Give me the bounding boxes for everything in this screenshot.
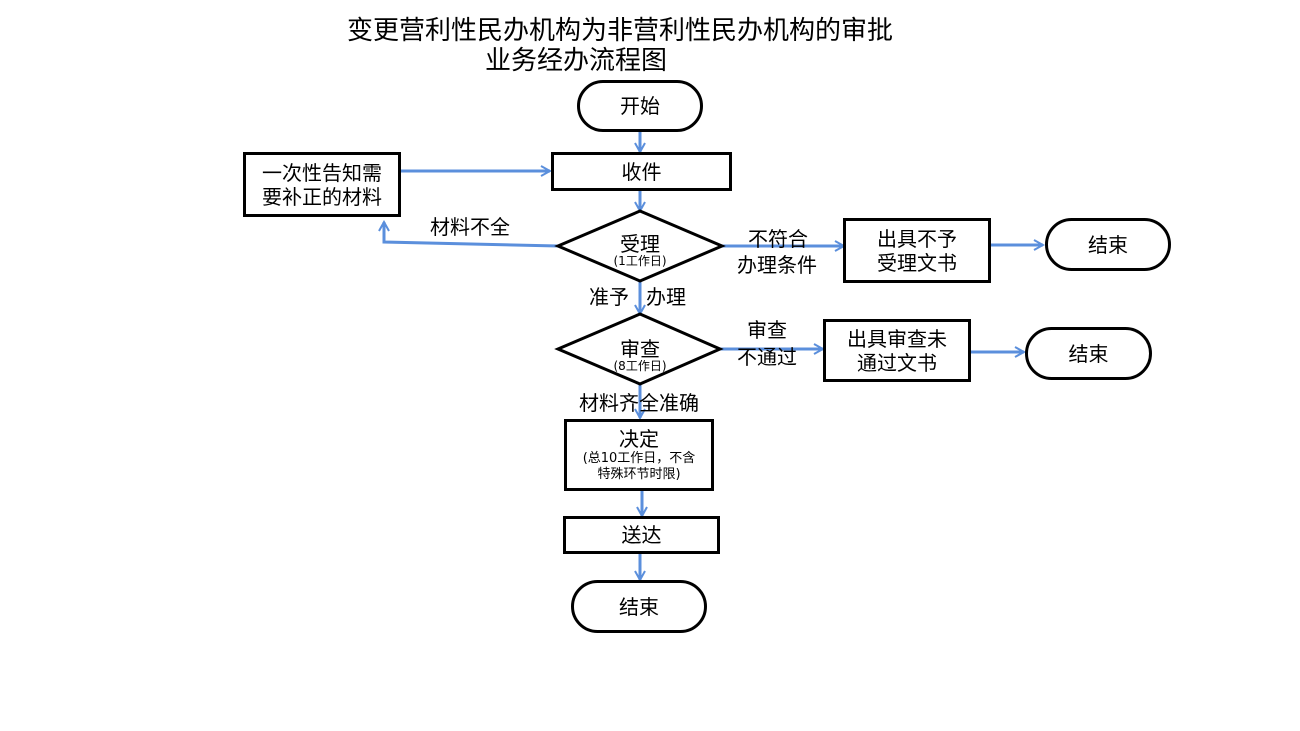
- decision-accept-shape: [554, 209, 726, 283]
- page-title: 变更营利性民办机构为非营利性民办机构的审批: [347, 16, 894, 46]
- review-fail-doc-node[interactable]: 出具审查未 通过文书: [823, 319, 971, 382]
- end-label-3: 结束: [619, 594, 659, 619]
- review-fail-doc-label-2: 通过文书: [857, 350, 937, 375]
- decide-node[interactable]: 决定 (总10工作日，不含 特殊环节时限): [564, 419, 714, 491]
- start-node[interactable]: 开始: [577, 80, 703, 132]
- decision-review-shape: [554, 312, 724, 386]
- edge-label-approve-left: 准予: [589, 285, 629, 309]
- page-subtitle: 业务经办流程图: [485, 46, 668, 76]
- reject-doc-label-2: 受理文书: [877, 250, 957, 275]
- end-node-2[interactable]: 结束: [1025, 327, 1152, 380]
- end-label-2: 结束: [1068, 341, 1109, 366]
- end-label-1: 结束: [1088, 232, 1128, 257]
- decide-note-1: (总10工作日，不含: [582, 451, 696, 466]
- start-label: 开始: [620, 94, 660, 118]
- edge-label-not-eligible-1: 不符合: [748, 227, 808, 251]
- edge-label-approve-right: 办理: [646, 285, 686, 309]
- decide-label: 决定: [619, 427, 659, 451]
- receive-node[interactable]: 收件: [551, 152, 732, 191]
- accept-decision[interactable]: 受理 (1工作日): [580, 233, 700, 267]
- decide-note-2: 特殊环节时限): [597, 467, 681, 482]
- deliver-node[interactable]: 送达: [563, 516, 720, 554]
- deliver-label: 送达: [621, 523, 662, 547]
- end-node-1[interactable]: 结束: [1045, 218, 1171, 271]
- reject-doc-node[interactable]: 出具不予 受理文书: [843, 218, 991, 283]
- correction-node[interactable]: 一次性告知需 要补正的材料: [243, 152, 401, 217]
- edge-label-review-fail-2: 不通过: [737, 345, 797, 369]
- edge-label-complete-accurate: 材料齐全准确: [579, 391, 699, 415]
- reject-doc-label-1: 出具不予: [877, 226, 957, 251]
- accept-days: (1工作日): [613, 254, 667, 268]
- end-node-3[interactable]: 结束: [571, 580, 707, 633]
- edge-accept-correction: [384, 222, 559, 248]
- review-label: 审查: [620, 337, 660, 361]
- review-days: (8工作日): [613, 359, 667, 373]
- review-decision[interactable]: 审查 (8工作日): [580, 338, 700, 372]
- review-fail-doc-label-1: 出具审查未: [847, 326, 947, 351]
- correction-label-2: 要补正的材料: [262, 184, 382, 209]
- receive-label: 收件: [621, 159, 662, 184]
- accept-label: 受理: [620, 232, 660, 256]
- edge-label-review-fail-1: 审查: [747, 318, 787, 342]
- correction-label-1: 一次性告知需: [262, 160, 382, 185]
- edge-label-incomplete: 材料不全: [430, 215, 510, 239]
- edge-label-not-eligible-2: 办理条件: [737, 253, 817, 277]
